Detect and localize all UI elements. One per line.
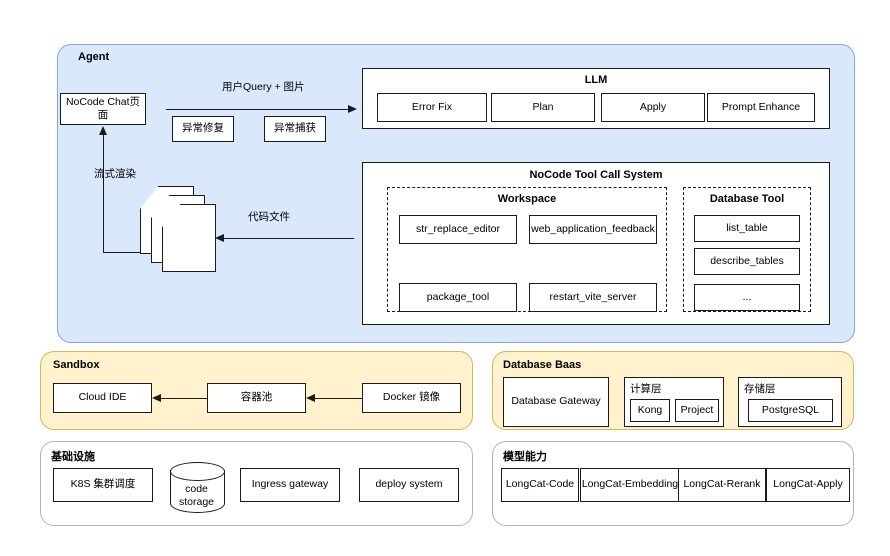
workspace-item-restart-vite-server[interactable]: restart_vite_server xyxy=(529,283,657,312)
infrastructure-item-deploy-system[interactable]: deploy system xyxy=(359,468,459,502)
database-tool-item-describe-tables[interactable]: describe_tables xyxy=(694,248,800,275)
compute-layer-label: 计算层 xyxy=(630,383,662,395)
database-tool-item-more[interactable]: ... xyxy=(694,284,800,311)
code-files-edge-label: 代码文件 xyxy=(248,211,290,223)
llm-item-prompt-enhance-label: Prompt Enhance xyxy=(721,100,801,113)
llm-item-apply[interactable]: Apply xyxy=(601,93,705,122)
sandbox-item-cloud-ide[interactable]: Cloud IDE xyxy=(53,383,152,413)
sandbox-item-cloud-ide-label: Cloud IDE xyxy=(78,391,127,404)
infrastructure-item-ingress-gateway[interactable]: Ingress gateway xyxy=(240,468,340,502)
sandbox-arrow-line-1 xyxy=(161,398,207,399)
model-item-longcat-rerank[interactable]: LongCat-Rerank xyxy=(678,468,766,502)
sandbox-item-container-pool-label: 容器池 xyxy=(240,391,273,404)
storage-layer-label: 存储层 xyxy=(744,383,776,395)
sandbox-arrowhead-1-icon xyxy=(152,393,161,402)
sandbox-item-docker-image[interactable]: Docker 镜像 xyxy=(362,383,461,413)
stream-render-horizontal-line xyxy=(103,252,143,253)
model-capability-panel-title: 模型能力 xyxy=(503,451,547,463)
workspace-title: Workspace xyxy=(497,193,557,205)
code-storage-label-line2: storage xyxy=(178,496,215,508)
model-item-longcat-apply-label: LongCat-Apply xyxy=(773,478,843,491)
sandbox-item-docker-image-label: Docker 镜像 xyxy=(382,391,441,404)
exception-capture-label: 异常捕获 xyxy=(274,122,316,135)
database-gateway-box[interactable]: Database Gateway xyxy=(503,377,609,427)
workspace-item-restart-vite-server-label: restart_vite_server xyxy=(549,290,637,303)
infrastructure-item-deploy-system-label: deploy system xyxy=(375,478,443,491)
workspace-item-web-application-feedback-label: web_application_feedback xyxy=(531,222,655,235)
compute-layer-item-project[interactable]: Project xyxy=(675,399,719,422)
database-tool-item-describe-tables-label: describe_tables xyxy=(710,254,784,267)
code-files-arrowhead-icon xyxy=(215,233,224,242)
llm-item-error-fix[interactable]: Error Fix xyxy=(377,93,487,122)
tool-call-system-title: NoCode Tool Call System xyxy=(529,169,663,181)
sandbox-item-container-pool[interactable]: 容器池 xyxy=(207,383,306,413)
sandbox-arrowhead-2-icon xyxy=(306,393,315,402)
user-query-arrow-line xyxy=(166,109,350,110)
model-item-longcat-embedding[interactable]: LongCat-Embedding xyxy=(580,468,680,502)
agent-panel-title: Agent xyxy=(78,51,110,63)
sandbox-arrow-line-2 xyxy=(315,398,362,399)
llm-item-prompt-enhance[interactable]: Prompt Enhance xyxy=(707,93,815,122)
llm-item-plan-label: Plan xyxy=(532,100,554,113)
workspace-item-package-tool[interactable]: package_tool xyxy=(399,283,517,312)
code-files-arrow-line xyxy=(224,238,354,239)
exception-repair-box[interactable]: 异常修复 xyxy=(172,116,234,142)
database-tool-item-list-table-label: list_table xyxy=(726,221,768,234)
database-baas-panel-title: Database Baas xyxy=(503,359,582,371)
code-storage-label-line1: code xyxy=(185,483,208,495)
database-gateway-label: Database Gateway xyxy=(511,395,601,408)
code-storage-cylinder-top-icon xyxy=(170,462,225,481)
storage-layer-item-postgresql[interactable]: PostgreSQL xyxy=(748,399,833,422)
llm-group-title: LLM xyxy=(584,74,608,86)
database-tool-title: Database Tool xyxy=(709,193,785,205)
exception-repair-label: 异常修复 xyxy=(182,122,224,135)
stream-render-vertical-line xyxy=(103,135,104,252)
workspace-item-web-application-feedback[interactable]: web_application_feedback xyxy=(529,215,657,244)
compute-layer-item-kong[interactable]: Kong xyxy=(630,399,670,422)
nocode-chat-page-box[interactable]: NoCode Chat页面 xyxy=(60,93,146,125)
model-item-longcat-embedding-label: LongCat-Embedding xyxy=(581,478,679,491)
nocode-chat-page-label: NoCode Chat页面 xyxy=(65,95,141,121)
workspace-item-str-replace-editor-label: str_replace_editor xyxy=(415,222,501,235)
database-tool-item-more-label: ... xyxy=(742,290,752,303)
workspace-item-str-replace-editor[interactable]: str_replace_editor xyxy=(399,215,517,244)
stream-render-arrowhead-icon xyxy=(98,126,107,135)
model-item-longcat-code-label: LongCat-Code xyxy=(505,478,575,491)
model-item-longcat-code[interactable]: LongCat-Code xyxy=(501,468,579,502)
sandbox-panel-title: Sandbox xyxy=(53,359,100,371)
database-tool-item-list-table[interactable]: list_table xyxy=(694,215,800,242)
compute-layer-item-project-label: Project xyxy=(680,403,714,416)
infrastructure-item-ingress-gateway-label: Ingress gateway xyxy=(251,478,329,491)
workspace-item-package-tool-label: package_tool xyxy=(426,290,490,303)
infrastructure-item-k8s[interactable]: K8S 集群调度 xyxy=(53,468,153,502)
infrastructure-item-k8s-label: K8S 集群调度 xyxy=(70,478,136,491)
storage-layer-item-postgresql-label: PostgreSQL xyxy=(761,403,820,416)
user-query-arrowhead-icon xyxy=(348,104,357,113)
llm-item-apply-label: Apply xyxy=(639,100,667,113)
user-query-edge-label: 用户Query + 图片 xyxy=(222,81,305,93)
infrastructure-panel-title: 基础设施 xyxy=(51,451,95,463)
exception-capture-box[interactable]: 异常捕获 xyxy=(264,116,326,142)
model-item-longcat-apply[interactable]: LongCat-Apply xyxy=(766,468,850,502)
llm-item-plan[interactable]: Plan xyxy=(491,93,595,122)
stream-render-edge-label: 流式渲染 xyxy=(94,168,136,180)
model-item-longcat-rerank-label: LongCat-Rerank xyxy=(683,478,761,491)
llm-item-error-fix-label: Error Fix xyxy=(411,100,453,113)
compute-layer-item-kong-label: Kong xyxy=(637,403,663,416)
